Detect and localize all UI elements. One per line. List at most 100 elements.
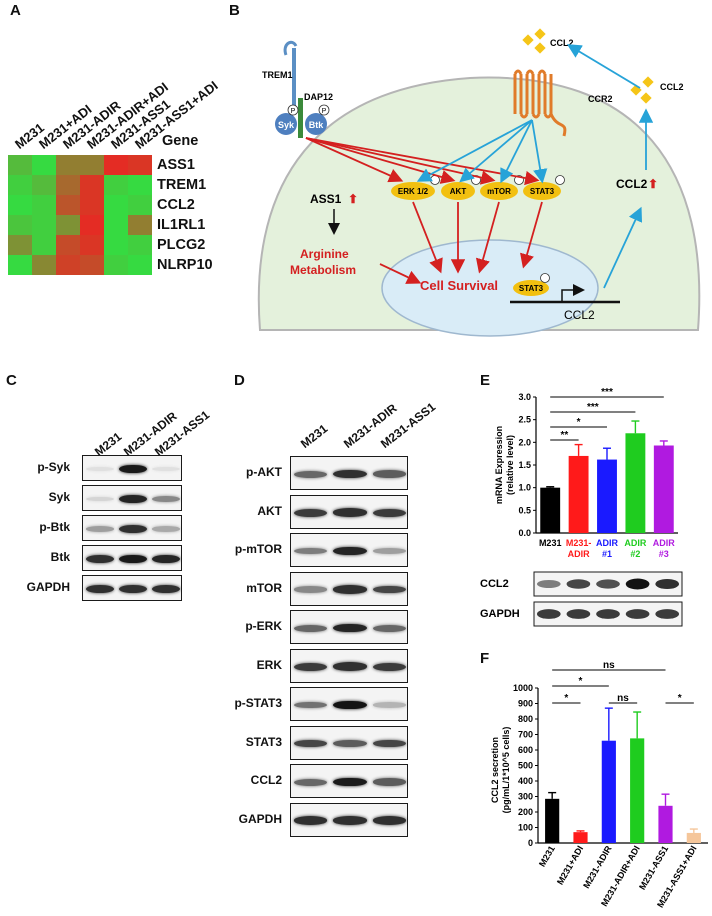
x-category-label: ADIR	[653, 538, 675, 548]
gene-label: PLCG2	[157, 237, 206, 253]
heatmap-cell	[104, 235, 128, 255]
blot-row-label: AKT	[257, 503, 282, 518]
gene-label: ASS1	[157, 157, 195, 173]
x-category-label: M231-ASS1	[637, 844, 670, 891]
panel-letter-c: C	[6, 372, 17, 389]
mtor-node	[480, 182, 518, 200]
heatmap-cell	[80, 155, 104, 175]
heatmap-cell	[8, 155, 32, 175]
blot-strip	[82, 515, 182, 541]
x-category-label: ADIR	[568, 549, 590, 559]
stat3-node	[523, 182, 561, 200]
trem1-receptor	[283, 40, 298, 56]
blot-band	[119, 584, 147, 594]
blot-band	[566, 579, 591, 589]
blot-band	[294, 586, 328, 593]
heatmap-cell	[80, 195, 104, 215]
y-tick-label: 100	[518, 823, 533, 833]
svg-text:STAT3: STAT3	[530, 187, 555, 196]
gene-label: TREM1	[157, 177, 207, 193]
heatmap-cell	[128, 155, 152, 175]
blot-band	[119, 554, 147, 564]
y-axis-label: (relative level)	[505, 435, 515, 495]
blot-band	[625, 609, 650, 619]
y-axis-label: mRNA Expression	[494, 426, 504, 504]
blot-band	[85, 466, 114, 472]
heatmap-cell	[8, 175, 32, 195]
heatmap-cell	[104, 195, 128, 215]
x-category-label: M231	[537, 844, 557, 868]
blot-band	[372, 816, 406, 825]
blot-strip	[82, 455, 182, 481]
y-tick-label: 2.5	[518, 415, 531, 425]
x-category-label: ADIR	[596, 538, 618, 548]
blot-row-label: p-AKT	[246, 465, 282, 479]
heatmap-cell	[56, 235, 80, 255]
y-axis-label: CCL2 secretion	[490, 737, 500, 803]
panel-letter-e: E	[480, 372, 491, 389]
heatmap-cell	[128, 195, 152, 215]
blot-band	[372, 585, 406, 594]
akt-node	[441, 182, 475, 200]
x-category-label: #2	[630, 549, 640, 559]
heatmap-cell	[104, 215, 128, 235]
panel-b-pathway-diagram: TREM1 DAP12 Syk Btk P P CCR2 CCL2 CCL2 E…	[257, 28, 701, 337]
heatmap-cell	[80, 215, 104, 235]
blot-strip	[290, 687, 408, 721]
blot-band	[85, 584, 114, 594]
blot-band	[372, 470, 406, 478]
blot-row-label: p-Btk	[39, 520, 70, 534]
blot-row-label: mTOR	[246, 580, 282, 595]
bar	[568, 455, 589, 533]
blot-band	[655, 578, 680, 590]
heatmap-cell	[104, 175, 128, 195]
significance-label: ns	[617, 693, 629, 704]
ccl2-gene-label: CCL2	[564, 308, 595, 322]
blot-band	[85, 526, 114, 532]
blot-band	[333, 546, 367, 556]
x-category-label: M231	[539, 538, 562, 548]
y-tick-label: 900	[518, 699, 533, 709]
bar	[686, 832, 701, 843]
blot-row-label: Syk	[48, 490, 70, 504]
blot-band	[152, 554, 181, 564]
y-tick-label: 200	[518, 807, 533, 817]
gene-label: IL1RL1	[157, 217, 206, 233]
blot-strip	[290, 533, 408, 567]
gene-label: NLRP10	[157, 257, 213, 273]
blot-band	[655, 609, 680, 619]
blot-band	[333, 623, 367, 633]
x-category-label: M231+ADI	[555, 844, 585, 886]
blot-band	[294, 624, 328, 632]
blot-band	[294, 662, 328, 671]
dap12-adaptor	[298, 98, 303, 138]
trem1-label: TREM1	[262, 70, 293, 80]
x-category-label: ADIR	[624, 538, 646, 548]
heatmap-cell	[56, 255, 80, 275]
svg-text:STAT3: STAT3	[519, 284, 544, 293]
blot-band	[596, 579, 620, 589]
heatmap-cell	[128, 215, 152, 235]
bar	[653, 445, 674, 533]
heatmap-cell	[128, 255, 152, 275]
svg-text:P: P	[291, 108, 296, 115]
blot-row-label: p-mTOR	[234, 542, 282, 556]
significance-label: ***	[601, 387, 613, 398]
heatmap-cell	[80, 175, 104, 195]
y-tick-label: 0	[528, 838, 533, 848]
dap12-label: DAP12	[304, 92, 333, 102]
blot-band	[294, 701, 328, 709]
ccl2-ligand-icon	[630, 76, 654, 104]
blot-band	[333, 700, 367, 710]
blot-row-label: Btk	[50, 550, 70, 564]
blot-band	[372, 548, 406, 554]
blot-band	[294, 816, 328, 825]
metabolism-label: Metabolism	[290, 263, 356, 277]
heatmap-cell	[8, 215, 32, 235]
ccl2-ligand-icon	[522, 28, 546, 54]
heatmap-cell	[128, 235, 152, 255]
heatmap-cell	[32, 155, 56, 175]
up-arrow-icon: ⬆	[648, 177, 658, 191]
